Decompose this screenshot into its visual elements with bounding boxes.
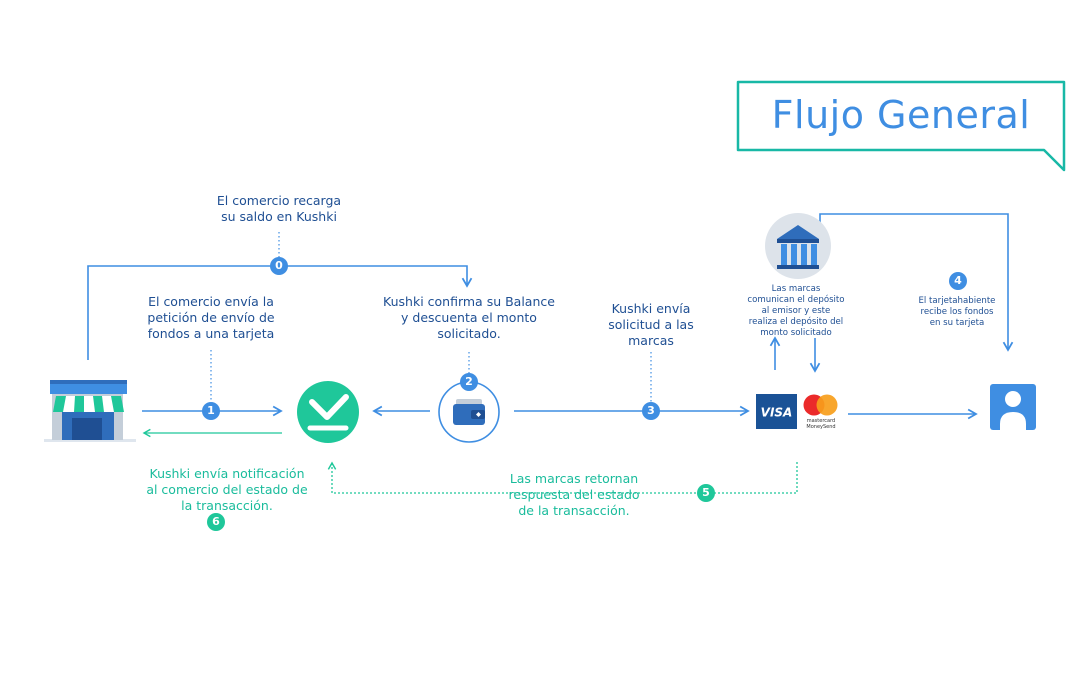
store-icon — [44, 380, 136, 442]
step-3-badge: 3 — [642, 402, 660, 420]
step-0-label: El comercio recarga su saldo en Kushki — [216, 193, 342, 224]
leader-lines — [210, 232, 652, 403]
feedback-lines — [142, 428, 798, 494]
page-title: Flujo General — [771, 93, 1031, 137]
mastercard-logo: mastercard MoneySend — [803, 394, 838, 430]
title-bubble — [736, 80, 1066, 172]
step-2-label: Kushki confirma su Balance y descuenta e… — [383, 294, 555, 341]
step-6-badge: 6 — [207, 513, 225, 531]
step-2-badge: 2 — [460, 373, 478, 391]
visa-logo: VISA — [756, 394, 797, 429]
bank-icon — [765, 213, 831, 279]
step-1-label: El comercio envía la petición de envío d… — [147, 294, 275, 341]
moneysend-text: MoneySend — [806, 424, 835, 430]
bank-to-cardholder-line — [819, 213, 1014, 352]
step-0-badge: 0 — [270, 257, 288, 275]
checkmark-download-icon — [297, 381, 359, 443]
step-5-badge: 5 — [697, 484, 715, 502]
step-3-label: Kushki envía solicitud a las marcas — [608, 301, 694, 348]
step-6-label: Kushki envía notificación al comercio de… — [146, 466, 308, 513]
brands-note: Las marcas comunican el depósito al emis… — [747, 284, 845, 338]
visa-text: VISA — [761, 406, 793, 420]
mastercard-text: mastercard — [807, 418, 835, 424]
step-4-label: El tarjetahabiente recibe los fondos en … — [918, 296, 996, 328]
step-4-badge: 4 — [949, 272, 967, 290]
connector-lines — [87, 213, 1014, 420]
step-1-badge: 1 — [202, 402, 220, 420]
wallet-icon — [438, 381, 500, 443]
user-icon — [990, 384, 1036, 430]
step-5-label: Las marcas retornan respuesta del estado… — [508, 471, 640, 518]
